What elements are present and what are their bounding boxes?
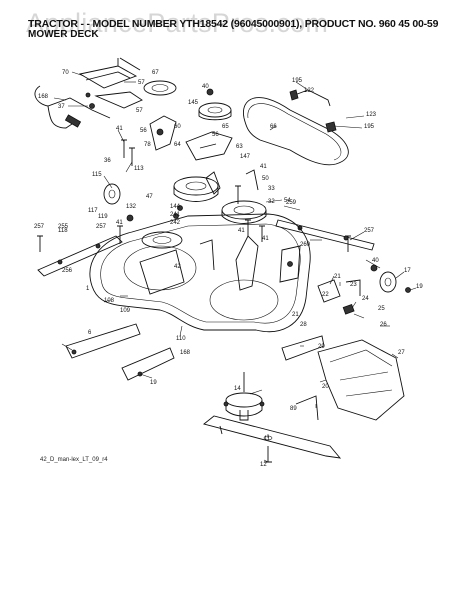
lift-linkage (34, 57, 143, 129)
mower-deck-housing (89, 213, 311, 333)
callout-70: 70 (62, 70, 69, 76)
blade-spindle (223, 372, 265, 421)
callout-41c: 41 (116, 220, 123, 226)
drive-belt (243, 89, 349, 166)
callout-147: 147 (240, 154, 251, 160)
callout-21b: 21 (292, 312, 299, 318)
callout-257b: 257 (96, 224, 107, 230)
callout-27: 27 (398, 350, 405, 356)
callout-42: 42 (174, 264, 181, 270)
callout-122: 122 (304, 88, 315, 94)
callout-1: 1 (86, 286, 90, 292)
front-brackets (65, 323, 175, 381)
callout-57b: 57 (136, 108, 143, 114)
callout-195b: 195 (364, 124, 375, 130)
callout-labels: 70 168 37 57 67 40 145 57 41 56 60 65 64… (34, 70, 423, 468)
bolts (37, 139, 351, 252)
callout-67: 67 (152, 70, 159, 76)
callout-11: 11 (264, 436, 271, 442)
gauge-wheels (103, 183, 397, 293)
callout-168: 168 (38, 94, 49, 100)
callout-118: 118 (58, 228, 68, 234)
callout-195: 195 (292, 78, 303, 84)
callout-6: 6 (88, 330, 92, 336)
callout-12: 12 (260, 462, 267, 468)
callout-144: 144 (170, 204, 181, 210)
mower-blade (203, 415, 342, 463)
callout-168b: 168 (180, 350, 191, 356)
callout-14: 14 (234, 386, 241, 392)
callout-56b: 56 (212, 132, 219, 138)
callout-89: 89 (290, 406, 297, 412)
callout-54: 54 (284, 198, 291, 204)
callout-41e: 41 (262, 236, 269, 242)
callout-60: 60 (174, 124, 181, 130)
height-adjust-parts (317, 279, 411, 315)
callout-132: 132 (126, 204, 137, 210)
callout-108: 108 (104, 298, 115, 304)
callout-29: 29 (318, 344, 325, 350)
callout-33: 33 (268, 186, 275, 192)
diagram-title: TRACTOR - - MODEL NUMBER YTH18542 (96045… (28, 18, 439, 30)
callout-256: 256 (62, 268, 73, 274)
callout-145: 145 (188, 100, 199, 106)
callout-64: 64 (174, 142, 181, 148)
callout-57: 57 (138, 80, 145, 86)
drawing-reference-code: 42_D_man-lex_LT_09_r4 (40, 457, 108, 463)
callout-20: 20 (322, 384, 329, 390)
callout-32: 32 (268, 199, 275, 205)
callout-260: 260 (300, 242, 311, 248)
callout-37: 37 (58, 104, 65, 110)
callout-40b: 40 (372, 258, 379, 264)
callout-110: 110 (176, 336, 186, 342)
callout-36: 36 (104, 158, 111, 164)
callout-65: 65 (222, 124, 229, 130)
callout-117: 117 (88, 208, 98, 214)
callout-257c: 257 (364, 228, 375, 234)
callout-119: 119 (98, 214, 108, 220)
callout-259: 259 (286, 200, 297, 206)
callout-113: 113 (134, 166, 144, 172)
callout-63: 63 (236, 144, 243, 150)
callout-21: 21 (334, 274, 341, 280)
callout-19b: 19 (150, 380, 157, 386)
callout-109: 109 (120, 308, 131, 314)
callout-41b: 41 (260, 164, 267, 170)
callout-50: 50 (262, 176, 269, 182)
callout-47: 47 (146, 194, 153, 200)
callout-78: 78 (144, 142, 151, 148)
callout-23: 23 (350, 282, 357, 288)
callout-25: 25 (378, 306, 385, 312)
callout-24: 24 (362, 296, 369, 302)
callout-241: 241 (170, 212, 181, 218)
callout-19: 19 (416, 284, 423, 290)
callout-17: 17 (404, 268, 411, 274)
callout-41d: 41 (238, 228, 245, 234)
callout-28: 28 (300, 322, 307, 328)
callout-66: 66 (270, 124, 277, 130)
callout-257: 257 (34, 224, 45, 230)
pulley-assembly (141, 80, 267, 249)
callout-115: 115 (92, 172, 102, 178)
callout-123: 123 (366, 112, 377, 118)
discharge-chute (281, 335, 405, 421)
callout-40: 40 (202, 84, 209, 90)
callout-242: 242 (170, 220, 181, 226)
callout-41: 41 (116, 126, 123, 132)
deck-hangers (37, 219, 375, 277)
callout-255: 255 (58, 224, 69, 230)
callout-26: 26 (380, 322, 387, 328)
diagram-subtitle: MOWER DECK (28, 29, 99, 40)
callout-22: 22 (322, 292, 329, 298)
leader-lines (53, 71, 417, 463)
callout-56: 56 (140, 128, 147, 134)
